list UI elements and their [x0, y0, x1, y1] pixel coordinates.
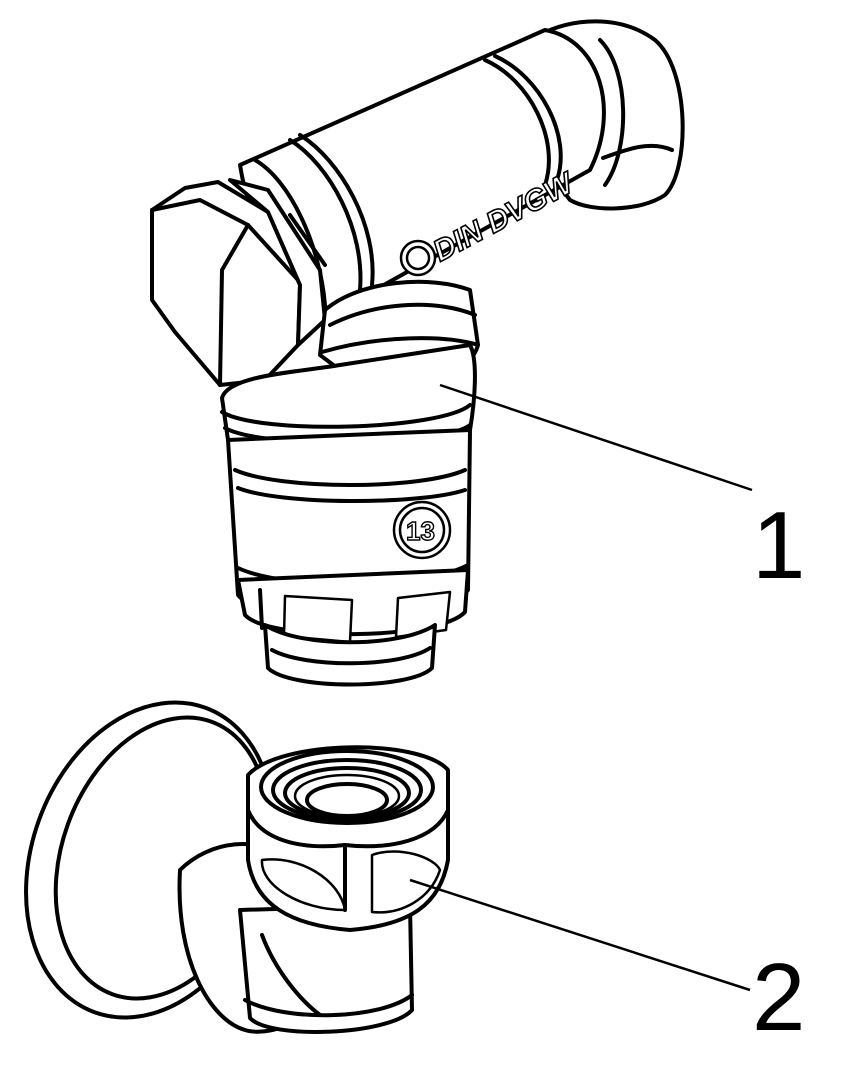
- callout-label-2: 2: [752, 944, 805, 1051]
- hex-cap: [150, 178, 327, 387]
- part-1-valve-assembly: DIN DVGW: [150, 19, 753, 687]
- thread-rings: [259, 749, 435, 825]
- logo-text: 13: [406, 516, 435, 546]
- bottom-spigot: [263, 623, 437, 687]
- leader-line-2: [409, 878, 751, 992]
- elbow-body: [177, 842, 414, 1034]
- manufacturer-logo: 13: [392, 500, 452, 560]
- callout-label-1: 1: [752, 492, 805, 599]
- castellated-nut: [236, 568, 470, 644]
- part-2-angle-valve: [24, 700, 751, 1034]
- leader-line-1: [439, 383, 753, 492]
